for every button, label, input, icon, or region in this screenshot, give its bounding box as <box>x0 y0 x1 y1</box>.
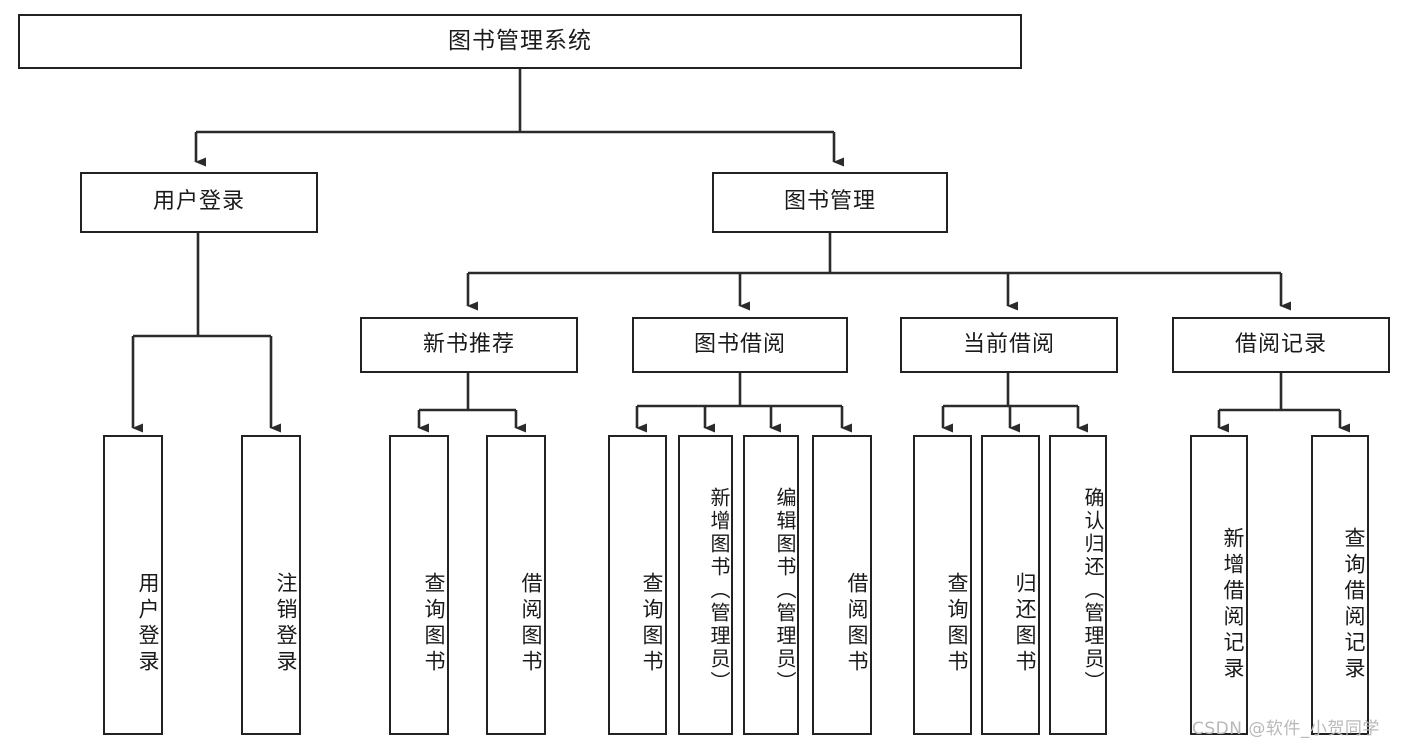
node-leaf-query-record[interactable]: 查询借阅记录 <box>1311 435 1369 735</box>
node-leaf-confirm-return[interactable]: 确认归还（管理员） <box>1049 435 1107 735</box>
node-root-label: 图书管理系统 <box>448 27 592 54</box>
node-leaf-user-login-label: 用户登录 <box>136 572 160 676</box>
node-leaf-add-record-label: 新增借阅记录 <box>1221 527 1245 683</box>
node-leaf-edit-book-label: 编辑图书（管理员） <box>773 486 797 694</box>
node-leaf-edit-book[interactable]: 编辑图书（管理员） <box>743 435 799 735</box>
node-leaf-query-book-3[interactable]: 查询图书 <box>913 435 972 735</box>
node-user-login[interactable]: 用户登录 <box>80 172 318 233</box>
node-leaf-add-record[interactable]: 新增借阅记录 <box>1190 435 1248 735</box>
node-current-borrow-label: 当前借阅 <box>962 331 1055 357</box>
node-leaf-query-book-2[interactable]: 查询图书 <box>608 435 667 735</box>
node-new-book-rec[interactable]: 新书推荐 <box>360 317 578 373</box>
node-root[interactable]: 图书管理系统 <box>18 14 1022 69</box>
node-leaf-query-book-1[interactable]: 查询图书 <box>389 435 449 735</box>
node-current-borrow[interactable]: 当前借阅 <box>900 317 1118 373</box>
node-leaf-return-book[interactable]: 归还图书 <box>981 435 1040 735</box>
node-leaf-borrow-book-1[interactable]: 借阅图书 <box>486 435 546 735</box>
node-leaf-confirm-return-label: 确认归还（管理员） <box>1081 486 1105 694</box>
watermark: CSDN @软件_小贺同学 <box>1192 719 1380 739</box>
node-leaf-query-book-1-label: 查询图书 <box>422 572 446 676</box>
node-leaf-return-book-label: 归还图书 <box>1013 572 1037 676</box>
node-book-manage-label: 图书管理 <box>783 189 876 215</box>
node-leaf-logout-label: 注销登录 <box>274 572 298 676</box>
node-leaf-add-book[interactable]: 新增图书（管理员） <box>678 435 733 735</box>
node-new-book-rec-label: 新书推荐 <box>422 331 515 357</box>
node-book-manage[interactable]: 图书管理 <box>712 172 948 233</box>
node-leaf-logout[interactable]: 注销登录 <box>241 435 301 735</box>
node-leaf-borrow-book-2[interactable]: 借阅图书 <box>812 435 872 735</box>
node-leaf-query-book-2-label: 查询图书 <box>640 572 664 676</box>
node-leaf-query-record-label: 查询借阅记录 <box>1342 527 1366 683</box>
node-leaf-borrow-book-1-label: 借阅图书 <box>519 572 543 676</box>
node-leaf-borrow-book-2-label: 借阅图书 <box>845 572 869 676</box>
node-leaf-add-book-label: 新增图书（管理员） <box>707 486 731 694</box>
node-user-login-label: 用户登录 <box>152 189 245 215</box>
node-leaf-query-book-3-label: 查询图书 <box>945 572 969 676</box>
node-borrow-record-label: 借阅记录 <box>1234 331 1327 357</box>
node-borrow-record[interactable]: 借阅记录 <box>1172 317 1390 373</box>
node-book-borrow-label: 图书借阅 <box>693 331 786 357</box>
node-leaf-user-login[interactable]: 用户登录 <box>103 435 163 735</box>
node-book-borrow[interactable]: 图书借阅 <box>632 317 848 373</box>
